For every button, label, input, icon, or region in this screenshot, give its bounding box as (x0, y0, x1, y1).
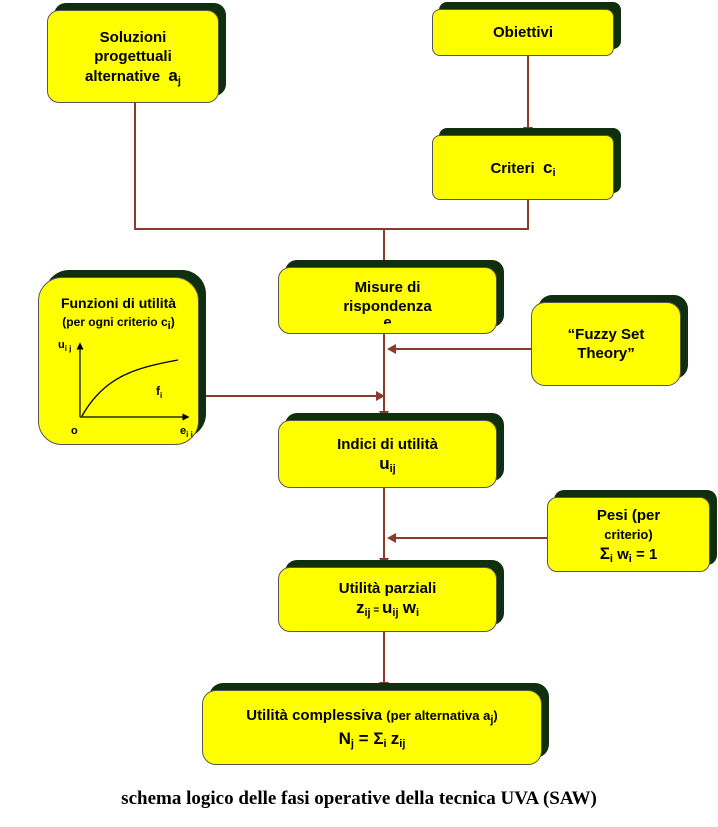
indici-symbol-sub: ij (389, 462, 396, 475)
parziali-w-sub: i (415, 607, 419, 619)
soluzioni-line2: progettuali (94, 47, 172, 65)
criteri-symbol-sub: i (552, 166, 556, 179)
arrowhead-to-criteri (523, 127, 533, 136)
soluzioni-line1: Soluzioni (99, 28, 167, 46)
parziali-eq: = (370, 605, 383, 616)
node-obiettivi: Obiettivi (432, 9, 614, 56)
graph-curve-label-sub: i (160, 391, 162, 400)
node-soluzioni: Soluzioni progettuali alternative aj (47, 10, 219, 103)
complessiva-label: Utilità complessiva (246, 707, 383, 724)
svg-text:fi: fi (156, 384, 162, 400)
arrowhead-to-complessiva (379, 682, 389, 691)
node-complessiva: Utilità complessiva (per alternativa aj)… (202, 690, 542, 765)
connector-obiettivi-criteri (527, 56, 529, 128)
soluzioni-line3-text: alternative (85, 67, 161, 85)
connector-funzioni-right (198, 395, 378, 397)
svg-text:ui j: ui j (58, 339, 71, 353)
funzioni-title: Funzioni di utilità (60, 295, 177, 311)
parziali-u-sub: ij (392, 607, 399, 619)
arrowhead-from-funzioni (376, 391, 385, 401)
arrowhead-to-indici (379, 411, 389, 420)
parziali-label: Utilità parziali (338, 580, 437, 597)
criteri-symbol: c (543, 157, 553, 177)
fuzzy-line1: “Fuzzy Set (567, 326, 645, 343)
misure-line1: Misure di (354, 278, 421, 296)
pesi-sum-sub: i (609, 552, 613, 565)
complessiva-z: z (390, 729, 400, 748)
criteri-label: Criteri (490, 159, 535, 177)
utility-function-graph: ui j fi o ei j (58, 339, 193, 437)
pesi-line2: criterio) (604, 526, 653, 542)
complessiva-note-post: ) (493, 708, 498, 723)
complessiva-n: N (338, 729, 351, 748)
connector-join-down (383, 228, 385, 262)
indici-symbol-line: uij (379, 453, 396, 475)
pesi-sum: Σ (599, 543, 610, 563)
arrowhead-from-pesi (387, 533, 396, 543)
funzioni-subtitle-sub: i (167, 320, 171, 332)
funzioni-subtitle-post: ) (170, 315, 175, 329)
soluzioni-symbol: a (168, 65, 178, 85)
pesi-formula: Σi wi = 1 (599, 543, 658, 565)
node-parziali: Utilità parziali zij = uij wi (278, 567, 497, 632)
complessiva-z-sub: ij (399, 738, 406, 750)
pesi-w: w (617, 545, 629, 563)
complessiva-sum-sub: i (383, 738, 387, 750)
node-fuzzy: “Fuzzy Set Theory” (531, 302, 681, 386)
graph-x-label-sub: i j (186, 430, 193, 437)
connector-soluzioni-down (134, 103, 136, 229)
complessiva-n-sub: j (350, 738, 354, 750)
complessiva-sum: Σ (373, 729, 384, 748)
node-pesi: Pesi (per criterio) Σi wi = 1 (547, 497, 710, 572)
parziali-z: z (355, 598, 365, 617)
node-misure: Misure di rispondenza e (278, 267, 497, 334)
soluzioni-symbol-sub: j (177, 74, 181, 87)
pesi-eq: = 1 (631, 545, 658, 563)
connector-pesi-left (395, 537, 547, 539)
misure-line2: rispondenza (343, 297, 432, 315)
graph-x-label: e (180, 425, 186, 437)
connector-fuzzy-left (395, 348, 531, 350)
complessiva-eq: = (353, 729, 374, 748)
connector-misure-indici (383, 334, 385, 412)
node-indici: Indici di utilità uij (278, 420, 497, 488)
diagram-caption: schema logico delle fasi operative della… (121, 788, 597, 809)
misure-line3: e (383, 316, 391, 324)
arrowhead-to-parziali (379, 558, 389, 567)
utility-curve (80, 359, 178, 417)
arrowhead-from-fuzzy (387, 344, 396, 354)
pesi-w-sub: i (628, 552, 632, 565)
parziali-u: u (382, 598, 393, 617)
indici-symbol: u (379, 453, 390, 473)
complessiva-note-sub: j (490, 714, 494, 726)
node-criteri: Criteri ci (432, 135, 614, 200)
obiettivi-label: Obiettivi (492, 24, 553, 41)
pesi-line1: Pesi (per (596, 506, 661, 524)
graph-curve-label: f (156, 384, 161, 398)
graph-y-label: u (58, 339, 65, 351)
graph-y-label-sub: i j (64, 344, 71, 353)
node-funzioni: Funzioni di utilità (per ogni criterio c… (38, 277, 199, 445)
arrowhead-to-misure (379, 260, 389, 269)
connector-parziali-complessiva (383, 632, 385, 684)
graph-origin-label: o (71, 425, 78, 437)
complessiva-header: Utilità complessiva (per alternativa aj) (246, 706, 498, 726)
parziali-formula: zij = uij wi (356, 598, 419, 620)
fuzzy-line2: Theory” (577, 345, 635, 362)
criteri-line: Criteri ci (490, 157, 556, 179)
connector-join-horizontal (134, 228, 529, 230)
complessiva-note-pre: (per alternativa a (386, 708, 491, 723)
soluzioni-line3: alternative aj (85, 65, 181, 87)
connector-criteri-down (527, 200, 529, 229)
connector-indici-parziali (383, 488, 385, 560)
parziali-z-sub: ij (364, 607, 371, 619)
svg-text:ei j: ei j (180, 425, 193, 437)
funzioni-subtitle-pre: (per ogni criterio c (62, 315, 168, 329)
indici-label: Indici di utilità (337, 435, 438, 453)
funzioni-subtitle: (per ogni criterio ci) (62, 313, 174, 332)
complessiva-formula: Nj = Σi zij (338, 729, 406, 750)
parziali-w: w (402, 598, 416, 617)
